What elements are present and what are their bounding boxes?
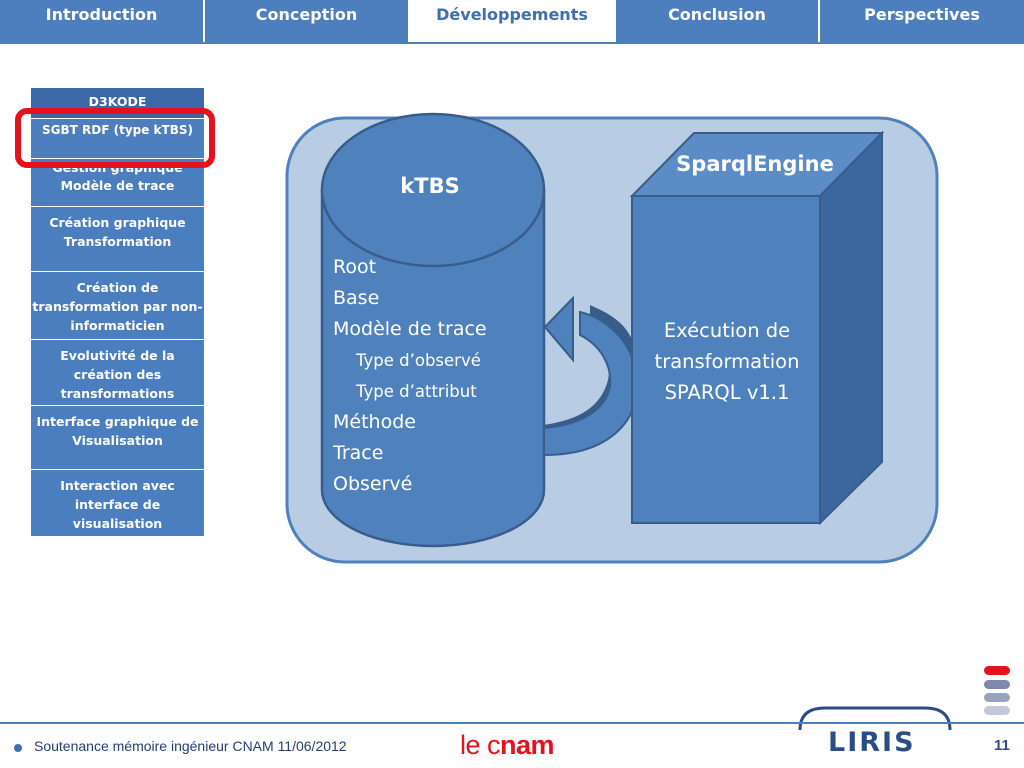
tab-developpements[interactable]: Développements — [410, 0, 616, 42]
tab-perspectives[interactable]: Perspectives — [820, 0, 1024, 42]
ktbs-item-trace: Trace — [333, 442, 384, 464]
decor-bar-1 — [984, 680, 1010, 689]
side-item-interface-visualisation[interactable]: Interface graphique de Visualisation — [31, 405, 204, 469]
sparql-engine-title: SparqlEngine — [676, 152, 834, 176]
side-item-creation-graphique[interactable]: Création graphique Transformation — [31, 206, 204, 271]
transform-arrow-shadow — [544, 305, 636, 440]
sparql-box-side — [819, 130, 883, 526]
ktbs-item-type-attribut: Type d’attribut — [356, 382, 477, 401]
footer-bullet-icon — [14, 744, 22, 752]
side-item-evolutivite[interactable]: Evolutivité de la création des transform… — [31, 339, 204, 405]
side-item-interaction-visualisation[interactable]: Interaction avec interface de visualisat… — [31, 469, 204, 536]
ktbs-item-type-observe: Type d’observé — [356, 351, 481, 370]
footer-divider — [0, 722, 1024, 724]
sparql-engine-description: Exécution de transformation SPARQL v1.1 — [636, 315, 818, 408]
tab-conclusion[interactable]: Conclusion — [616, 0, 820, 42]
tab-introduction[interactable]: Introduction — [0, 0, 205, 42]
cnam-logo: le cnam — [460, 730, 555, 760]
ktbs-item-root: Root — [333, 256, 377, 278]
sparql-line-3: SPARQL v1.1 — [664, 381, 790, 404]
transform-arrow-head — [543, 295, 574, 363]
top-navigation: Introduction Conception Développements C… — [0, 0, 1024, 44]
liris-logo: LIRIS — [828, 727, 916, 758]
ktbs-item-methode: Méthode — [333, 411, 416, 433]
footer-text: Soutenance mémoire ingénieur CNAM 11/06/… — [34, 738, 347, 754]
side-item-sgbt-rdf[interactable]: SGBT RDF (type kTBS) — [31, 118, 204, 158]
ktbs-item-modele-trace: Modèle de trace — [333, 318, 487, 340]
footer-arc-decoration — [798, 706, 952, 731]
transform-arrow-body — [543, 310, 639, 457]
tab-conception[interactable]: Conception — [205, 0, 410, 42]
page-number: 11 — [994, 737, 1010, 754]
side-item-creation-transformation[interactable]: Création de transformation par non-infor… — [31, 271, 204, 339]
decor-bar-3 — [984, 706, 1010, 715]
sparql-line-2: transformation — [654, 350, 800, 373]
ktbs-item-base: Base — [333, 287, 380, 309]
highlight-frame — [15, 108, 215, 168]
sparql-line-1: Exécution de — [663, 319, 791, 342]
decor-bar-2 — [984, 693, 1010, 702]
nav-divider — [0, 42, 1024, 44]
decor-bar-red — [984, 666, 1010, 675]
ktbs-title: kTBS — [400, 174, 460, 198]
ktbs-concept-list: Root Base Modèle de trace Type d’observé… — [333, 252, 487, 500]
ktbs-item-observe: Observé — [333, 473, 413, 495]
